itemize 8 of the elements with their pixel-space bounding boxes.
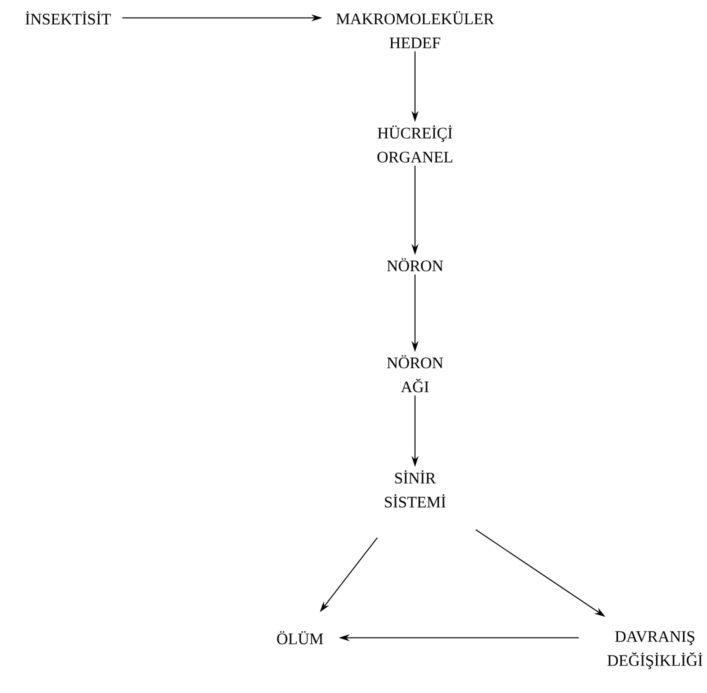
node-label: NÖRON [387,258,444,272]
node-label: MAKROMOLEKÜLER HEDEF [336,11,494,48]
node-label: HÜCREİÇİ ORGANEL [377,125,452,163]
node-label: İNSEKTİSİT [25,11,111,25]
node-label: DAVRANIŞ DEĞİŞİKLİĞİ [607,631,702,670]
node-label: ÖLÜM [277,631,324,644]
node-label: NÖRON AĞI [387,355,444,392]
node-label: SİNİR SİSTEMİ [384,470,446,508]
